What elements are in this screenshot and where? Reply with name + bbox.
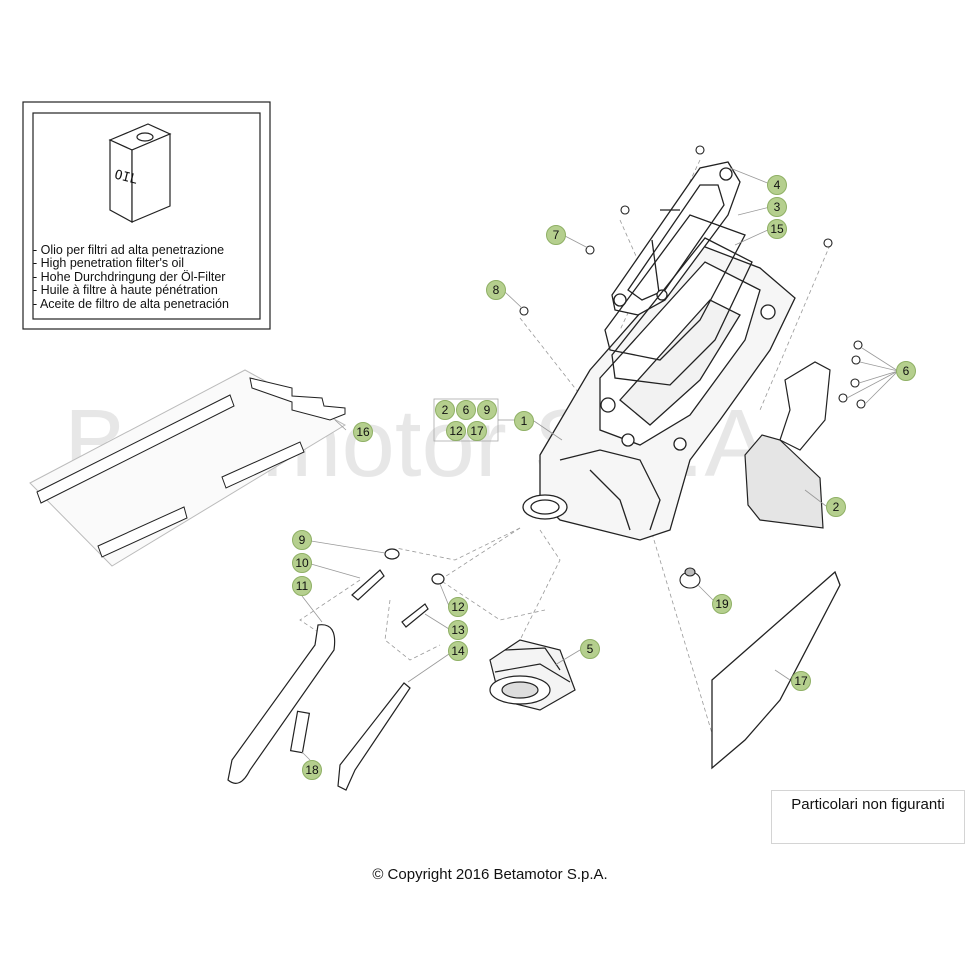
svg-text:10: 10 [295,556,309,570]
callout-group-2[interactable]: 2 [435,400,455,420]
svg-text:14: 14 [451,644,465,658]
side-gasket [744,361,831,529]
svg-text:17: 17 [470,424,484,438]
grommet [679,567,701,589]
screws [519,145,866,409]
callout-14[interactable]: 14 [407,641,468,683]
oil-can-label: OIL [113,168,140,188]
svg-text:2: 2 [442,403,449,417]
svg-text:17: 17 [794,674,808,688]
svg-text:9: 9 [484,403,491,417]
svg-text:6: 6 [463,403,470,417]
oil-line-en: - High penetration filter's oil [33,256,185,271]
callout-group-box [433,398,515,442]
oil-line-es: - Aceite de filtro de alta penetración [33,296,229,311]
callout-2[interactable]: 2 [804,489,846,517]
callout-10[interactable]: 10 [292,553,361,579]
side-panel-sticker [711,570,841,770]
callout-8[interactable]: 8 [486,280,523,309]
svg-text:9: 9 [299,533,306,547]
callout-group-6[interactable]: 6 [456,400,476,420]
svg-text:15: 15 [770,222,784,236]
intake-coupling [489,639,576,711]
svg-text:12: 12 [449,424,463,438]
callout-6-screws[interactable]: 6 [846,347,916,405]
svg-text:19: 19 [715,597,729,611]
callout-19[interactable]: 19 [697,584,732,614]
callout-4[interactable]: 4 [729,167,787,195]
svg-text:1: 1 [521,414,528,428]
callout-12[interactable]: 12 [439,583,468,617]
not-shown-parts-title: Particolari non figuranti [791,796,945,813]
not-shown-parts-box: Particolari non figuranti [771,790,965,844]
svg-text:7: 7 [553,228,560,242]
callout-5[interactable]: 5 [554,639,600,666]
callout-group-17[interactable]: 17 [467,421,487,441]
oil-can-icon: OIL [108,123,172,224]
oil-line-fr: - Huile à filtre à haute pénétration [33,283,218,298]
callout-group-12[interactable]: 12 [446,421,466,441]
oil-description: - Olio per filtri ad alta penetrazione -… [33,243,263,311]
svg-text:8: 8 [493,283,500,297]
air-filter-box [522,244,796,541]
callout-16[interactable]: 16 [334,419,373,442]
callout-group-9[interactable]: 9 [477,400,497,420]
callout-15[interactable]: 15 [734,219,787,246]
oil-line-it: - Olio per filtri ad alta penetrazione [33,243,225,257]
svg-text:6: 6 [903,364,910,378]
svg-text:4: 4 [774,178,781,192]
svg-text:5: 5 [587,642,594,656]
callout-18[interactable]: 18 [301,751,322,780]
svg-text:2: 2 [833,500,840,514]
svg-text:18: 18 [305,763,319,777]
filter-frame [604,161,753,386]
svg-text:16: 16 [356,425,370,439]
callout-3[interactable]: 3 [737,197,787,217]
svg-text:11: 11 [296,579,309,593]
callout-13[interactable]: 13 [424,613,468,640]
callout-9[interactable]: 9 [292,530,386,554]
callout-1[interactable]: 1 [514,411,563,441]
callout-7[interactable]: 7 [546,225,589,249]
foam-strips-kit [29,369,346,567]
oil-line-de: - Hohe Durchdringung der Öl-Filter [33,269,226,284]
svg-text:13: 13 [451,623,465,637]
oil-info-box: OIL [22,101,271,330]
svg-text:12: 12 [451,600,465,614]
callout-11[interactable]: 11 [292,576,323,623]
svg-text:3: 3 [774,200,781,214]
breather-hoses [227,548,445,791]
copyright-notice: © Copyright 2016 Betamotor S.p.A. [372,866,608,883]
callout-17[interactable]: 17 [774,669,811,691]
